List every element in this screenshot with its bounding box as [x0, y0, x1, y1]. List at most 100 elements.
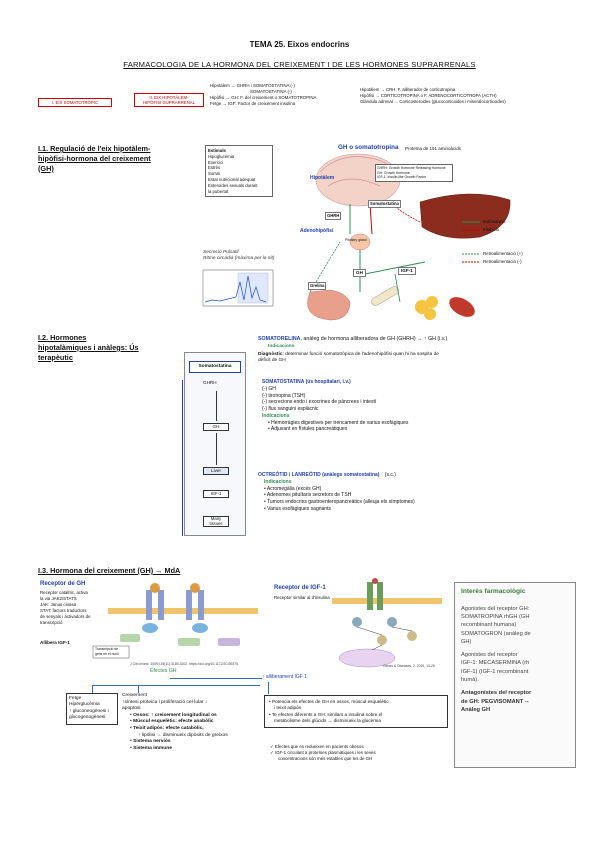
abbrev-key-box: GHRH: Growth Hormone Releasing Hormone G…	[375, 164, 453, 182]
signal-line-1	[356, 626, 383, 636]
effects-hline-left	[92, 685, 260, 686]
section3-title: I.3. Hormona del creixement (GH) → MdA	[38, 566, 181, 575]
bone-shape	[371, 286, 399, 306]
gh-regulation-figure: GH o somatotropina Proteïna de 191 amino…	[200, 142, 574, 327]
side-title: Interès farmacològic	[461, 588, 526, 595]
label-grelina: Grelina	[308, 282, 327, 290]
effects-vline-2	[138, 685, 139, 693]
label-ghrh: GHRH	[325, 212, 342, 220]
effects-hline-right	[170, 678, 262, 679]
cascade-ghrh: GHRH	[203, 380, 217, 385]
legend-stimulation: Estimulació	[483, 219, 506, 224]
stat-1	[120, 634, 140, 642]
gh-figure-heading: GH o somatotropina	[338, 144, 399, 151]
brain-fold-2	[327, 178, 381, 187]
igf-release-title: ↑ alliberament IGF 1	[262, 674, 308, 680]
signal-line-3	[371, 644, 383, 651]
pharmacology-interest-box: Interès farmacològic Agonistes del recep…	[454, 582, 576, 768]
legend-inhibition: Inhibició	[483, 227, 500, 232]
igfr-b	[377, 582, 383, 610]
cascade-many-tissues: Many tissues	[203, 516, 229, 528]
jak-1	[142, 623, 158, 633]
ghr-heading: Receptor de GH	[40, 581, 86, 587]
label-pituitary: Pituitary gland	[345, 238, 367, 242]
cascade-bracket	[182, 380, 183, 536]
pi3k	[387, 617, 397, 627]
membrane	[108, 608, 258, 614]
receptor-c	[186, 590, 192, 620]
fat-cell-3	[424, 308, 436, 320]
liver-effects-box: Fetge Hiperglucèmia ↑ gluconeogènesi i g…	[66, 693, 118, 725]
cascade-somatostatina: Somatostatina	[189, 361, 241, 373]
cascade-liver: Liver	[203, 467, 229, 476]
label-igf1: IGF-1	[398, 267, 416, 276]
cascade-igf: IGF-1	[203, 490, 229, 498]
growth-effects: Creixement ↑síntesi proteica i prolifera…	[122, 693, 228, 751]
igf-membrane	[332, 598, 442, 604]
stat-2	[178, 638, 200, 646]
igf-receptor-figure: Receptor de IGF-1 Receptor similar al d'…	[272, 578, 450, 670]
secretion-text: Secreció Pulsatil Ritme circadià (màxima…	[203, 250, 275, 262]
ghr-allibera: Allibera IGF-1	[40, 640, 70, 645]
liver-shape	[419, 193, 511, 239]
octreotid-block: OCTREÒTID i LANREÒTID (anàlegs somatosta…	[258, 472, 415, 512]
receptor-d	[198, 590, 204, 620]
axis-box-adrenal: II. EIX HIPOTÀLEM- HIPÒFISI-SUPRARRENAL	[134, 93, 204, 108]
somatostatina-block: SOMATOSTATINA (ús hospitalari, i.v.) (-)…	[262, 379, 409, 433]
axis-box-somatotropic: I. EIX SOMATOTRÒPIC	[38, 98, 112, 108]
irs	[352, 617, 362, 627]
fat-cell-2	[426, 296, 438, 308]
gh-figure-note: Proteïna de 191 aminoàcids	[405, 146, 462, 151]
gh-ligand-1	[150, 583, 160, 593]
somatorelina-line: SOMATORELINA, anàleg de hormona allibera…	[258, 336, 448, 342]
legend-feedback-negative: Retroalimentació (-)	[483, 259, 522, 264]
igf-notes: ✓ Efectes que es redueixen en pacients o…	[270, 744, 376, 761]
effects-title: Efectes GH	[150, 668, 177, 674]
gh-regulation-svg	[202, 153, 511, 321]
cascade-line-1	[216, 391, 217, 421]
ghr-desc: Receptor catalític, activa la via JAK2/S…	[40, 590, 91, 625]
stomach-shape	[307, 289, 351, 321]
label-somatostatina: Somatostatina	[368, 200, 401, 208]
igfr-citation: Genes & Diseases, 2. 2015, 13-25	[383, 664, 435, 668]
cascade-line-2	[216, 433, 217, 465]
label-gh: GH	[353, 269, 366, 278]
intro-middle-text: Hipotàlem → GHRH i SOMATOSTATINA (-) SOM…	[210, 83, 317, 106]
somatostatin-arrow	[369, 203, 373, 235]
igf-receptor-svg	[332, 578, 442, 668]
page-subtitle: FARMACOLOGIA DE LA HORMONA DEL CREIXEMEN…	[123, 60, 476, 69]
ghr-nucleus-label: Transcripció de gens en el nucli	[95, 647, 119, 656]
somatorelina-diagnostic: Diagnòstic: determinar funció somatotròp…	[258, 352, 439, 364]
side-antagonists: Antagonistes del receptor de GH: PEGVISO…	[461, 690, 532, 713]
section2-title: I.2. Hormones hipotalàmiques i anàlegs: …	[38, 333, 139, 362]
receptor-a	[146, 590, 152, 620]
side-agonists-igf: Agonistes del receptor IGF-1: MECASERMIN…	[461, 652, 530, 684]
page-title: TEMA 25. Eixos endocrins	[249, 40, 350, 49]
igfr-a	[367, 582, 373, 610]
intro-right-text: Hipotàlem → CRH: F. alliberador de corti…	[360, 87, 506, 104]
section1-title: I.1. Regulació de l'eix hipotàlem- hipòf…	[38, 144, 151, 173]
igf-arrow-1	[394, 273, 401, 303]
stimuli-box: Estímuls Hipoglucèmia Exercici Estrès So…	[205, 145, 273, 198]
akt	[407, 631, 417, 641]
secretion-curve	[204, 275, 267, 303]
igf-ligand	[372, 578, 378, 584]
ghr-citation: J Clin Invest. 2009;119(11):3189-3202. h…	[130, 662, 239, 666]
gh-receptor-svg	[92, 583, 258, 659]
nucleus-box	[92, 645, 130, 659]
gh-ligand-2	[190, 583, 200, 593]
cascade-gh: GH	[203, 423, 229, 432]
label-adenohipofisi: Adenohipòfisi	[300, 228, 334, 234]
label-hipotalem: Hipotàlem	[310, 175, 335, 181]
receptor-b	[158, 590, 164, 620]
signal-line-2	[391, 626, 413, 632]
effects-vline-1	[92, 685, 93, 693]
igf-effects-box: • Potencia els efectes de GH en ossos, m…	[264, 695, 448, 729]
igf-nucleus	[338, 648, 396, 668]
gh-to-liver-arrow	[364, 261, 426, 275]
gh-receptor-figure: Receptor de GH Receptor catalític, activ…	[38, 580, 260, 660]
mapk	[377, 635, 387, 645]
igfr-heading: Receptor de IGF-1	[274, 585, 326, 591]
somatorelina-indications: Indicacions	[268, 344, 295, 349]
side-agonists-gh: Agonistes del receptor GH: SOMATROPINA r…	[461, 605, 531, 645]
